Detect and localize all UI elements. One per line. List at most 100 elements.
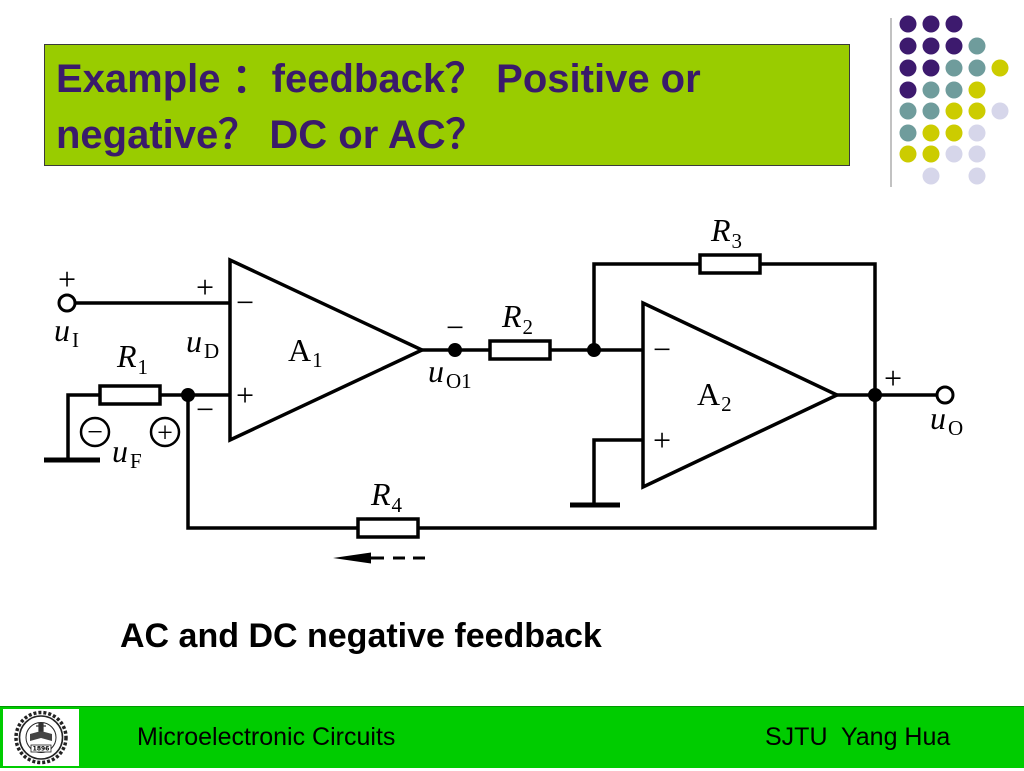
seal-year-text: 1896 — [33, 746, 50, 753]
purple-dot — [899, 15, 917, 33]
label-u-o1-symbol: u — [428, 353, 444, 389]
label-r4: R4 — [370, 476, 403, 517]
input-plus-sign: + — [58, 261, 76, 297]
terminals — [57, 293, 955, 405]
input-terminal — [57, 293, 77, 313]
yellow-dot — [968, 81, 986, 99]
teal-dot — [945, 81, 963, 99]
title-line: Example ：feedback？ Positive or — [56, 57, 701, 101]
label-u-i-sub: I — [72, 328, 79, 352]
label-r4-name: R — [370, 476, 391, 512]
node-uo1 — [448, 343, 462, 357]
lavender-dot — [945, 145, 963, 163]
label-r1-name: R — [116, 338, 137, 374]
label-u-f-symbol: u — [112, 433, 128, 469]
a2-inverting-sign: − — [653, 331, 671, 367]
label-u-i: uI — [54, 312, 79, 352]
opamp-a1 — [228, 257, 427, 443]
output-plus-sign: + — [884, 360, 902, 396]
label-u-o1: uO1 — [428, 353, 472, 393]
title-box: Example ：feedback？ Positive or negative？… — [44, 44, 850, 166]
output-terminal — [935, 385, 955, 405]
resistor-r1 — [98, 384, 162, 406]
lavender-dot — [991, 102, 1009, 120]
purple-dot — [899, 37, 917, 55]
label-u-f: uF — [112, 433, 142, 473]
opamp-a2 — [641, 300, 842, 490]
purple-dot — [899, 81, 917, 99]
seal-book-icon — [30, 731, 52, 741]
yellow-dot — [945, 124, 963, 142]
purple-dot — [922, 37, 940, 55]
title-line: negative？ DC or AC？ — [56, 113, 486, 157]
polarity-signs: + + − − + − − + + — [58, 261, 902, 458]
footer-bar: 1896 Microelectronic Circuits SJTU Yang … — [0, 706, 1024, 768]
teal-dot — [899, 102, 917, 120]
seal-tower-icon — [36, 722, 46, 732]
label-r4-sub: 4 — [392, 493, 403, 517]
label-r2: R2 — [501, 298, 533, 339]
label-u-d-symbol: u — [186, 323, 202, 359]
teal-dot — [968, 59, 986, 77]
node-a2-input — [587, 343, 601, 357]
label-u-o-sub: O — [948, 416, 963, 440]
r4-left-wire — [186, 395, 358, 530]
junction-nodes — [181, 343, 882, 402]
purple-dot — [945, 15, 963, 33]
a2-noninverting-wire — [592, 438, 643, 505]
node-feedback — [181, 388, 195, 402]
uo1-minus-sign: − — [446, 309, 464, 345]
label-a1-sub: 1 — [312, 348, 323, 372]
teal-dot — [968, 37, 986, 55]
lavender-dot — [968, 124, 986, 142]
label-a1-name: A — [288, 332, 311, 368]
yellow-dot — [922, 124, 940, 142]
label-u-f-sub: F — [130, 449, 142, 473]
node-output — [868, 388, 882, 402]
lavender-dot — [968, 145, 986, 163]
course-name: Microelectronic Circuits — [137, 723, 396, 751]
label-a2-name: A — [697, 376, 720, 412]
r1-ground-wire — [66, 393, 100, 460]
teal-dot — [922, 81, 940, 99]
arrow-head — [333, 552, 371, 564]
resistor-r2 — [488, 339, 552, 361]
teal-dot — [922, 102, 940, 120]
resistors — [98, 253, 762, 539]
a2-noninverting-sign: + — [653, 422, 671, 458]
label-u-i-symbol: u — [54, 312, 70, 348]
university-seal-logo: 1896 — [14, 710, 68, 765]
logo-box: 1896 — [3, 709, 79, 766]
label-u-o: uO — [930, 400, 963, 440]
yellow-dot — [945, 102, 963, 120]
lavender-dot — [968, 167, 986, 185]
label-r1-sub: 1 — [138, 355, 149, 379]
label-r2-name: R — [501, 298, 522, 334]
yellow-dot — [899, 145, 917, 163]
circled-minus-sign: − — [87, 417, 103, 448]
resistor-r3 — [698, 253, 762, 275]
yellow-dot — [991, 59, 1009, 77]
teal-dot — [945, 59, 963, 77]
purple-dot — [922, 59, 940, 77]
label-a2-sub: 2 — [721, 392, 732, 416]
feedback-polarity-marks: − + — [79, 416, 181, 449]
circled-minus — [79, 416, 111, 448]
label-u-o1-sub: O1 — [446, 369, 472, 393]
feedback-direction-arrow — [333, 552, 425, 564]
corner-decoration — [890, 15, 1009, 187]
a1-noninverting-sign: + — [236, 377, 254, 413]
resistor-r4 — [356, 517, 420, 539]
caption: AC and DC negative feedback — [120, 617, 602, 655]
circuit-diagram: − + + + − − + − − + + A1 A2 R1 R2 R3 R4 … — [44, 212, 963, 564]
component-labels: A1 A2 R1 R2 R3 R4 uI uD uF uO1 uO — [54, 212, 963, 517]
label-u-d: uD — [186, 323, 219, 363]
lavender-dot — [922, 167, 940, 185]
label-r3: R3 — [710, 212, 742, 253]
label-r3-sub: 3 — [732, 229, 743, 253]
a1-inverting-sign: − — [236, 284, 254, 320]
purple-dot — [945, 37, 963, 55]
seal-gear-ring — [14, 710, 68, 765]
label-u-d-sub: D — [204, 339, 219, 363]
label-r2-sub: 2 — [523, 315, 534, 339]
